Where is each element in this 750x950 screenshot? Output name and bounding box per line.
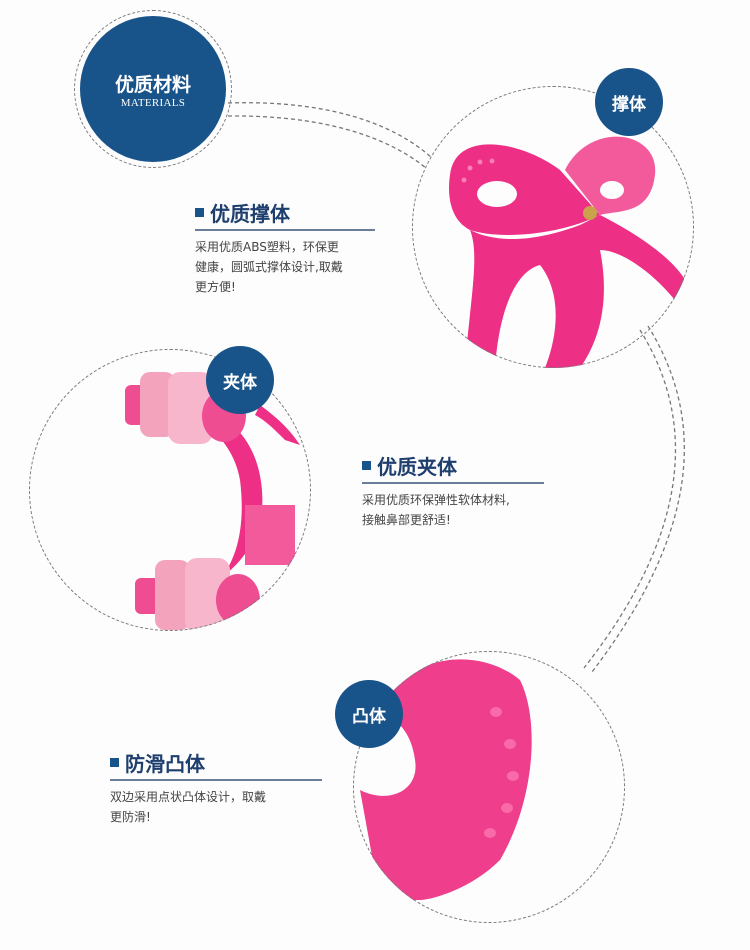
feature-title: 优质夹体 <box>362 451 544 484</box>
materials-badge: 优质材料 MATERIALS <box>80 16 226 162</box>
feature-desc: 采用优质环保弹性软体材料, 接触鼻部更舒适! <box>362 493 510 527</box>
bump-ring <box>353 651 625 923</box>
feature-desc: 采用优质ABS塑料，环保更 健康，圆弧式撑体设计,取戴 更方便! <box>195 240 343 294</box>
materials-title-en: MATERIALS <box>120 96 186 109</box>
feature-desc: 双边采用点状凸体设计，取戴 更防滑! <box>110 790 267 824</box>
support-ring <box>412 86 694 368</box>
feature-title: 防滑凸体 <box>110 748 322 781</box>
square-bullet-icon <box>195 208 204 217</box>
bump-badge: 凸体 <box>335 680 403 748</box>
materials-ring <box>74 10 232 168</box>
feature-title: 优质撑体 <box>195 198 375 231</box>
square-bullet-icon <box>110 758 119 767</box>
materials-title-cn: 优质材料 <box>114 73 191 96</box>
clip-badge: 夹体 <box>206 346 274 414</box>
feature-support: 优质撑体 采用优质ABS塑料，环保更 健康，圆弧式撑体设计,取戴 更方便! <box>195 198 375 297</box>
square-bullet-icon <box>362 461 371 470</box>
feature-bump: 防滑凸体 双边采用点状凸体设计，取戴 更防滑! <box>110 748 322 827</box>
support-badge: 撑体 <box>595 68 663 136</box>
feature-clip: 优质夹体 采用优质环保弹性软体材料, 接触鼻部更舒适! <box>362 451 544 530</box>
clip-ring <box>29 349 311 631</box>
